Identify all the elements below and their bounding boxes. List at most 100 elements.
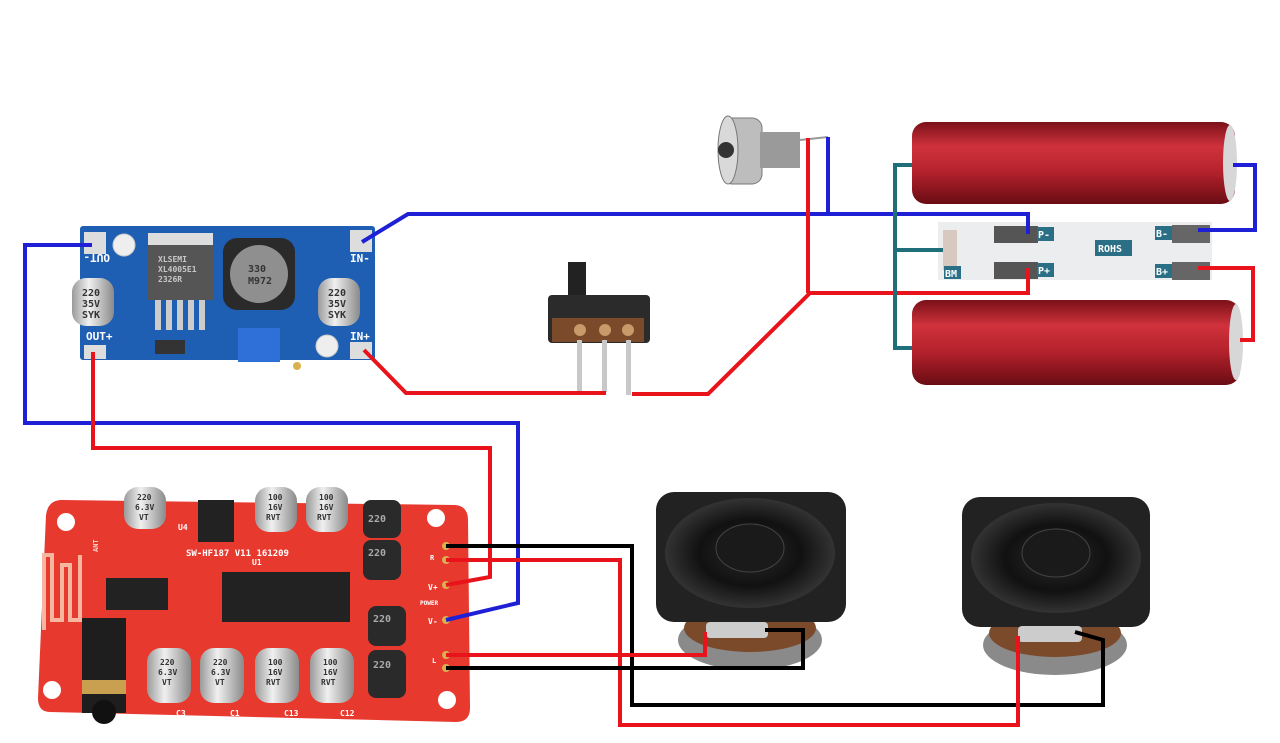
inductor-text: 330 xyxy=(248,264,266,275)
wire-right-speaker-positive xyxy=(446,558,1020,727)
capacitor: 220 35V SYK xyxy=(72,278,114,326)
svg-text:C13: C13 xyxy=(284,709,299,718)
bluetooth-amplifier-board: ANT U4 SW-HF187 V11 161209 U1 2206.3VVT … xyxy=(38,487,470,724)
svg-text:16V: 16V xyxy=(268,503,283,512)
capacitor: 220 35V SYK xyxy=(318,278,360,326)
chip-text: XLSEMI xyxy=(158,255,187,264)
board-model-label: SW-HF187 V11 161209 xyxy=(186,549,289,559)
out-minus-pad xyxy=(84,232,106,254)
svg-text:C3: C3 xyxy=(176,709,186,718)
wire-left-speaker-positive xyxy=(446,632,707,657)
slide-switch[interactable] xyxy=(548,262,650,395)
chip-text: XL4005E1 xyxy=(158,265,197,274)
regulator-chip xyxy=(148,245,213,300)
svg-text:220: 220 xyxy=(368,514,386,525)
inductor-text: M972 xyxy=(248,276,272,287)
wires xyxy=(23,137,1257,727)
mount-hole xyxy=(43,681,61,699)
svg-text:C1: C1 xyxy=(230,709,240,718)
inductor: 220 xyxy=(368,650,406,698)
potentiometer xyxy=(238,328,280,362)
svg-text:RVT: RVT xyxy=(266,678,281,687)
svg-text:220: 220 xyxy=(82,288,100,299)
out-plus-label: OUT+ xyxy=(86,330,113,343)
svg-text:VT: VT xyxy=(162,678,172,687)
svg-text:100: 100 xyxy=(268,493,283,502)
mount-hole xyxy=(438,691,456,709)
svg-text:220: 220 xyxy=(213,658,228,667)
trim-screw xyxy=(293,362,301,370)
wire-battery-balance xyxy=(893,163,912,350)
audio-jack xyxy=(82,618,126,713)
in-minus-label: IN- xyxy=(350,252,370,265)
p-plus-label: P+ xyxy=(1038,266,1050,277)
svg-text:6.3V: 6.3V xyxy=(158,668,177,677)
b-plus-pad xyxy=(1172,262,1210,280)
inductor: 220 xyxy=(363,500,401,538)
wire-buck-in-plus-to-switch xyxy=(362,348,606,395)
svg-text:C12: C12 xyxy=(340,709,355,718)
buck-converter-module: OUT- OUT+ IN- IN+ XLSEMI XL4005E1 2326R … xyxy=(72,226,375,370)
svg-text:100: 100 xyxy=(319,493,334,502)
wire-buck-in-minus-to-bms-p-minus xyxy=(360,212,1030,244)
svg-text:VT: VT xyxy=(139,513,149,522)
bluetooth-chip xyxy=(106,578,168,610)
bm-label: BM xyxy=(945,269,957,280)
chip-text: 2326R xyxy=(158,275,182,284)
svg-text:RVT: RVT xyxy=(317,513,332,522)
battery-cell-top xyxy=(912,122,1237,204)
svg-text:220: 220 xyxy=(373,614,391,625)
p-plus-pad xyxy=(994,262,1038,279)
svg-text:220: 220 xyxy=(328,288,346,299)
svg-text:220: 220 xyxy=(368,548,386,559)
svg-text:6.3V: 6.3V xyxy=(211,668,230,677)
svg-text:VT: VT xyxy=(215,678,225,687)
b-minus-label: B- xyxy=(1156,229,1168,240)
svg-text:35V: 35V xyxy=(82,299,100,310)
bm-pad xyxy=(943,230,957,270)
svg-text:220: 220 xyxy=(160,658,175,667)
antenna-trace xyxy=(42,553,82,630)
regulator-u4 xyxy=(198,500,234,542)
mount-hole xyxy=(315,334,339,358)
antenna-label: ANT xyxy=(92,539,100,552)
svg-text:SYK: SYK xyxy=(82,310,100,321)
svg-text:35V: 35V xyxy=(328,299,346,310)
svg-text:RVT: RVT xyxy=(266,513,281,522)
mount-hole xyxy=(427,509,445,527)
v-minus-label: V- xyxy=(428,617,438,626)
b-plus-label: B+ xyxy=(1156,267,1168,278)
wire-buck-out-plus-to-amp-v-plus xyxy=(91,352,492,587)
speaker-left xyxy=(656,492,846,670)
wire-right-speaker-negative xyxy=(446,544,1105,707)
bms-protection-board: P- P+ B- B+ BM ROHS xyxy=(938,222,1212,280)
inductor: 220 xyxy=(363,540,401,580)
svg-text:RVT: RVT xyxy=(321,678,336,687)
in-plus-label: IN+ xyxy=(350,330,370,343)
mount-hole xyxy=(112,233,136,257)
u4-label: U4 xyxy=(178,523,188,532)
out-minus-label: OUT- xyxy=(84,251,111,264)
svg-text:16V: 16V xyxy=(323,668,338,677)
right-channel-label: R xyxy=(430,554,435,562)
v-plus-label: V+ xyxy=(428,583,438,592)
inductor: 220 xyxy=(368,606,406,646)
svg-text:SYK: SYK xyxy=(328,310,346,321)
p-minus-pad xyxy=(994,226,1038,243)
wire-left-speaker-negative xyxy=(446,628,805,670)
rohs-label: ROHS xyxy=(1098,244,1122,255)
svg-text:16V: 16V xyxy=(268,668,283,677)
p-minus-label: P- xyxy=(1038,230,1050,241)
mount-hole xyxy=(57,513,75,531)
speaker-right xyxy=(962,497,1150,675)
svg-text:16V: 16V xyxy=(319,503,334,512)
amplifier-chip-u1 xyxy=(222,572,350,622)
svg-text:220: 220 xyxy=(373,660,391,671)
